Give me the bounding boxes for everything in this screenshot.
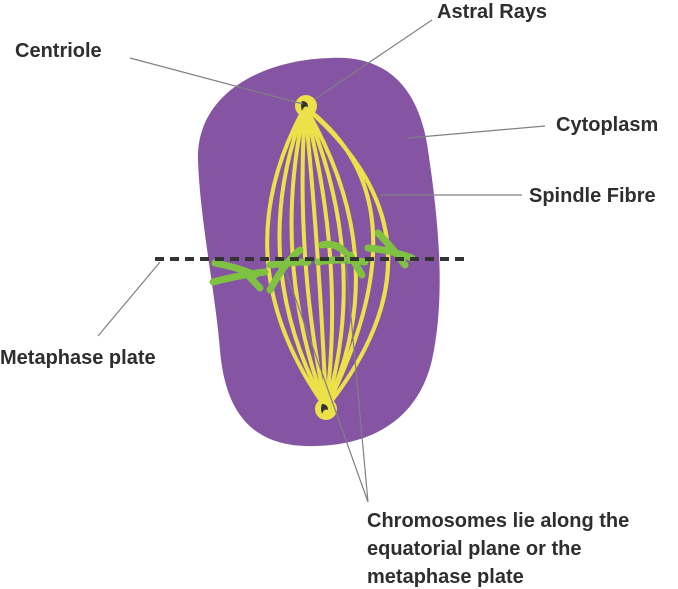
chromosomes: [209, 229, 416, 294]
label-astral-rays: Astral Rays: [437, 1, 547, 23]
label-centriole: Centriole: [15, 40, 102, 62]
label-metaphase-plate: Metaphase plate: [0, 347, 156, 369]
label-cytoplasm: Cytoplasm: [556, 114, 658, 136]
centriole-bottom-icon: [321, 404, 328, 414]
label-chromosomes-3: metaphase plate: [367, 566, 524, 588]
leader-lines: [97, 19, 546, 503]
label-chromosomes-2: equatorial plane or the: [367, 538, 581, 560]
label-spindle-fibre: Spindle Fibre: [529, 185, 656, 207]
label-chromosomes-1: Chromosomes lie along the: [367, 510, 629, 532]
